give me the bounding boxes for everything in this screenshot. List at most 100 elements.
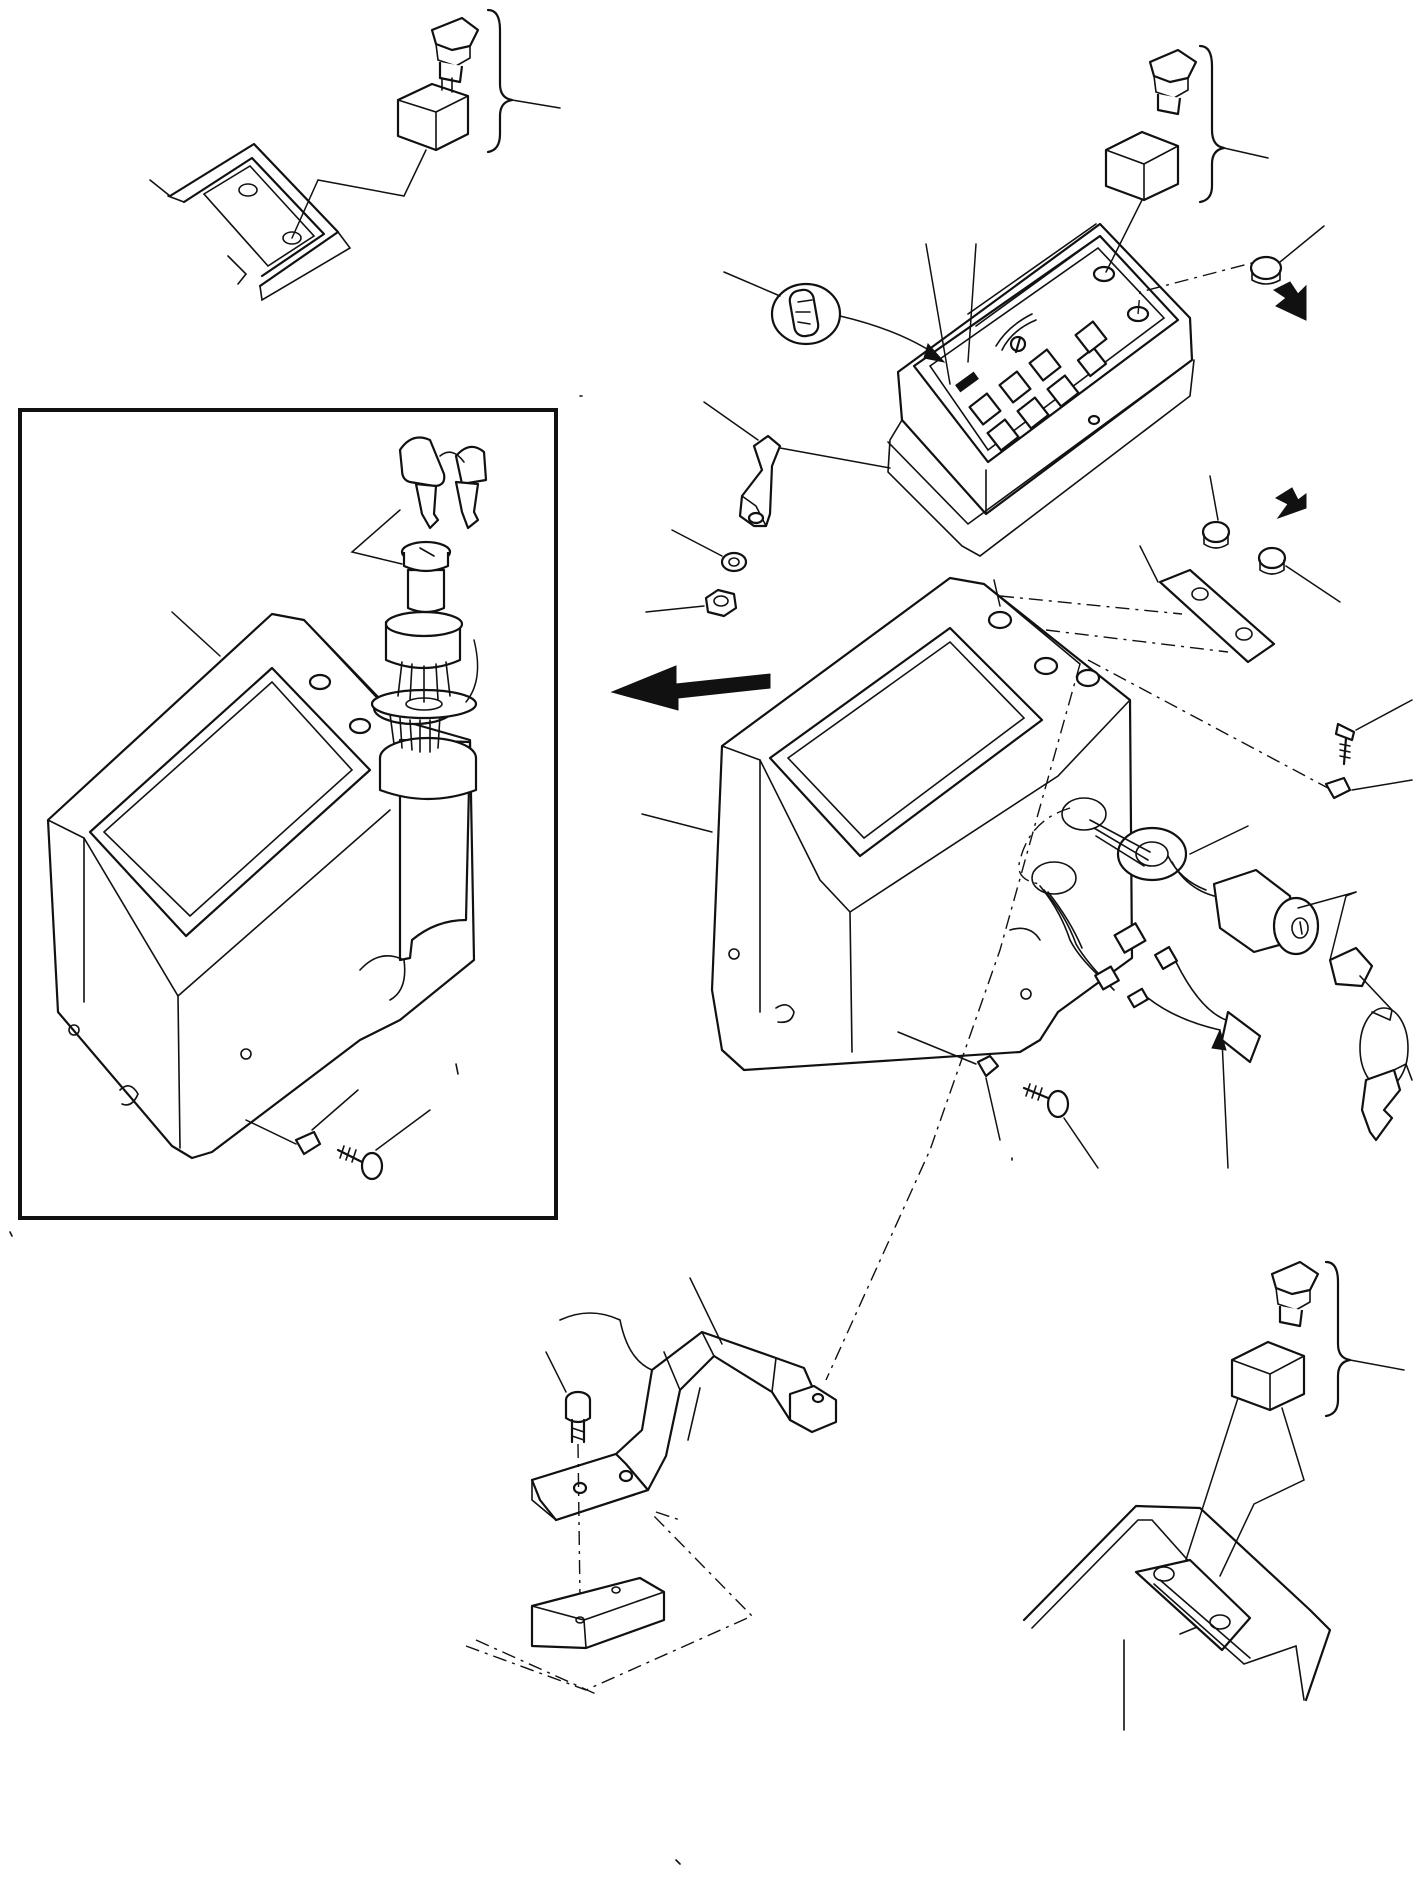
floor-outline — [655, 1511, 681, 1521]
leader-line — [545, 1351, 567, 1393]
ignition-key — [1328, 946, 1413, 1142]
connector-line — [1087, 659, 1329, 789]
inset-detail — [18, 408, 558, 1220]
housing-hole — [1020, 988, 1032, 1000]
leader-line — [1139, 545, 1159, 583]
mounting-plate — [1022, 1504, 1332, 1731]
side-plate — [1158, 568, 1276, 664]
leader-line — [1285, 565, 1341, 603]
switch-knob — [1270, 1260, 1320, 1328]
arrowhead — [1211, 1028, 1227, 1051]
connector-line — [291, 149, 427, 239]
brace — [486, 8, 514, 154]
leader-line — [1297, 891, 1357, 909]
pointer-arrow — [1273, 281, 1307, 321]
switch-body — [1104, 130, 1180, 202]
connector-line — [1105, 199, 1143, 273]
stray-mark — [675, 1859, 681, 1865]
leader-line — [311, 1089, 359, 1131]
housing-hole — [1033, 656, 1059, 676]
leader-line — [645, 605, 705, 613]
connector-line — [577, 1443, 581, 1601]
leader-line — [1221, 1039, 1229, 1169]
leader-line — [375, 1109, 431, 1151]
switch-body — [396, 77, 470, 152]
warning-label — [770, 282, 842, 346]
leader-line — [511, 99, 561, 109]
grommet — [1324, 776, 1352, 800]
switch-cylinder — [1212, 868, 1320, 956]
inset-key-switch — [370, 540, 478, 801]
leader-line — [171, 611, 221, 657]
stray-mark — [455, 1063, 459, 1075]
connector-line — [999, 595, 1183, 615]
switch-knob — [1148, 48, 1198, 116]
leader-line — [1189, 825, 1249, 855]
top-right-switch-detail — [1104, 44, 1269, 204]
panel-hole — [1087, 414, 1101, 426]
leader-line — [925, 243, 951, 385]
bracket-end-block — [788, 1384, 838, 1434]
connector-line — [779, 447, 891, 469]
housing-hole — [728, 948, 740, 960]
leader-line — [1329, 891, 1357, 961]
leader-line — [1209, 475, 1219, 521]
leader-line — [689, 1277, 723, 1345]
housing-hole — [1075, 668, 1101, 688]
leader-line — [1223, 147, 1269, 159]
leader-line — [641, 813, 713, 833]
screw-head — [1201, 520, 1231, 549]
connector-line — [897, 1031, 977, 1065]
leader-line — [723, 271, 781, 297]
top-left-switch-detail — [149, 8, 561, 302]
arrowhead — [923, 342, 946, 363]
bottom-bracket — [530, 1312, 820, 1522]
leader-line — [703, 401, 759, 441]
leader-line — [1355, 699, 1413, 731]
inset-keys — [398, 436, 488, 530]
floor-outline — [465, 1513, 754, 1691]
bolt — [564, 1390, 592, 1444]
inset-screw — [294, 1130, 384, 1181]
floor-block — [530, 1576, 666, 1650]
nut — [704, 588, 738, 618]
console-housing — [710, 576, 1134, 1072]
stray-mark — [9, 1231, 13, 1237]
leader-line — [1351, 779, 1413, 791]
switch-knob — [430, 16, 480, 84]
panel-hole — [1092, 265, 1116, 283]
bottom-right-switch-detail — [1022, 1260, 1405, 1731]
connector-line — [993, 579, 1001, 607]
gauge — [995, 313, 1037, 354]
connector-line — [245, 1119, 297, 1145]
inset-frame — [18, 408, 558, 1220]
wire-harness — [1039, 885, 1262, 1064]
instrument-panel — [887, 222, 1195, 557]
switch-body — [1230, 1340, 1306, 1412]
washer — [720, 551, 748, 573]
leader-line — [985, 1077, 1001, 1141]
leader-line — [671, 529, 723, 557]
brace — [1324, 1260, 1352, 1418]
panel-buttons — [968, 320, 1108, 452]
mounting-plate — [149, 142, 352, 302]
leader-line — [465, 639, 479, 703]
connector-line — [1219, 1407, 1305, 1577]
direction-arrow — [610, 665, 771, 711]
connector-line — [825, 663, 1081, 1381]
connector-line — [1045, 629, 1229, 653]
connector-line — [1137, 261, 1257, 315]
leader-line — [967, 243, 977, 363]
housing-hole — [987, 610, 1013, 630]
leader-line — [839, 315, 939, 357]
bracket — [738, 434, 782, 528]
brace — [1198, 44, 1226, 204]
connector-line — [1183, 1397, 1239, 1567]
panel-slot — [955, 371, 979, 393]
leader-line — [1063, 1117, 1099, 1169]
screw — [1022, 1083, 1070, 1119]
leader-line — [1349, 1359, 1405, 1371]
leader-line — [1279, 225, 1325, 263]
washer — [976, 1054, 1000, 1078]
